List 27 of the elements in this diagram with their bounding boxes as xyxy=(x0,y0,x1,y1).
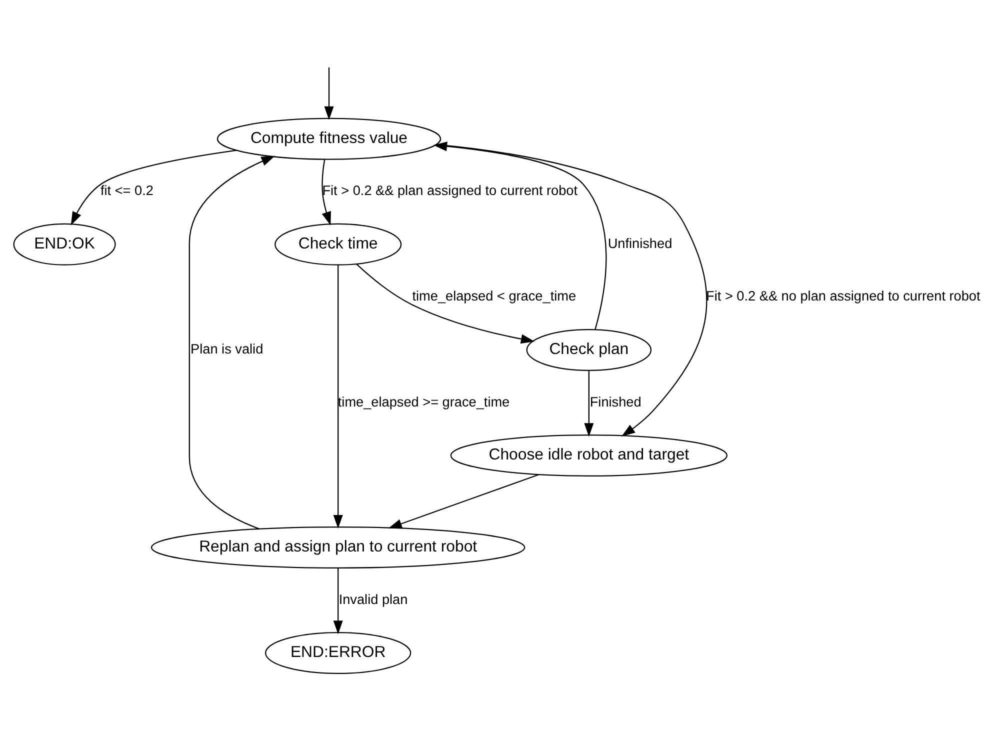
arrow xyxy=(332,568,342,634)
arrow xyxy=(388,474,538,528)
edge-label: fit <= 0.2 xyxy=(100,183,153,198)
edge-label: Invalid plan xyxy=(338,592,408,607)
arrow xyxy=(436,144,707,436)
arrow xyxy=(584,370,594,437)
arrow xyxy=(70,150,236,226)
arrow xyxy=(324,67,334,120)
edge-label: Unfinished xyxy=(607,236,672,251)
edge-label: Plan is valid xyxy=(190,341,263,356)
node-ellipse: Compute fitness value xyxy=(216,118,441,160)
edge-label: Fit > 0.2 && plan assigned to current robot xyxy=(322,183,578,198)
arrow xyxy=(356,264,534,344)
arrow xyxy=(332,265,342,529)
edge-label: Finished xyxy=(589,394,641,410)
node-ellipse: END:ERROR xyxy=(264,632,411,674)
node-ellipse: Check time xyxy=(274,223,402,266)
arrow xyxy=(432,142,606,330)
edge-label: time_elapsed >= grace_time xyxy=(337,394,510,410)
node-ellipse: Choose idle robot and target xyxy=(450,434,727,477)
edge-label: Fit > 0.2 && no plan assigned to current robot xyxy=(706,288,980,304)
edge-label: time_elapsed < grace_time xyxy=(412,288,576,304)
node-ellipse: Check plan xyxy=(526,328,652,371)
arrow xyxy=(188,156,274,530)
arrow xyxy=(321,160,330,226)
node-ellipse: Replan and assign plan to current robot xyxy=(150,526,525,568)
node-ellipse: END:OK xyxy=(12,223,116,266)
